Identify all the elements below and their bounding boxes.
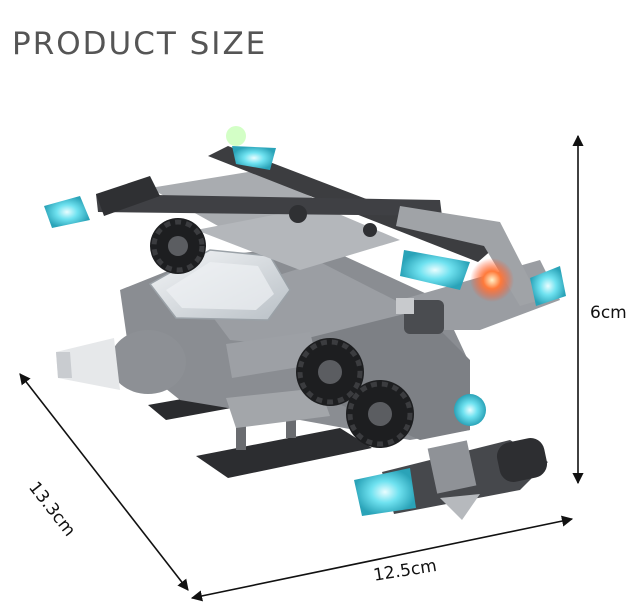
depth-dimension-line (19, 373, 189, 591)
height-label: 6cm (590, 303, 627, 323)
helicopter-toy-image (44, 126, 566, 520)
page-title: PRODUCT SIZE (12, 26, 268, 62)
width-dimension-line (190, 515, 574, 602)
